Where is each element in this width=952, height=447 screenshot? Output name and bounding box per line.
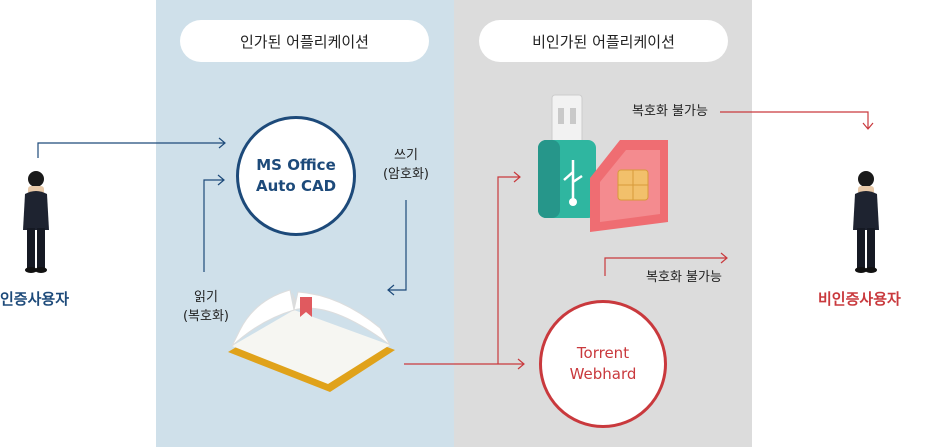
write-label-line1: 쓰기	[394, 148, 418, 163]
unauthorized-app-circle: Torrent Webhard	[539, 300, 667, 428]
authorized-app-line1: MS Office	[256, 156, 336, 174]
usb-drive-icon	[538, 94, 596, 218]
authorized-app-circle: MS Office Auto CAD	[236, 116, 356, 236]
authorized-header: 인가된 어플리케이션	[180, 20, 429, 62]
sim-card-icon	[590, 140, 668, 232]
unauthorized-header: 비인가된 어플리케이션	[479, 20, 728, 62]
no-decrypt-label-bottom: 복호화 불가능	[646, 270, 722, 285]
unauthorized-app-line2: Webhard	[569, 365, 637, 383]
read-label: 읽기 (복호화)	[176, 288, 236, 326]
write-label: 쓰기 (암호화)	[378, 146, 434, 184]
authenticated-user-person-icon	[23, 171, 49, 273]
unauthenticated-user-person-icon	[853, 171, 879, 273]
red-flow-arrows	[404, 111, 874, 370]
authenticated-user-label: 인증사용자	[0, 290, 70, 308]
read-label-line2: (복호화)	[182, 309, 230, 324]
authorized-app-line2: Auto CAD	[255, 177, 337, 195]
write-label-line2: (암호화)	[382, 167, 430, 182]
read-label-line1: 읽기	[194, 290, 218, 305]
book-icon	[228, 289, 395, 392]
unauthorized-app-line1: Torrent	[576, 344, 630, 362]
unauthenticated-user-label: 비인증사용자	[818, 290, 901, 308]
blue-flow-arrows	[37, 137, 407, 296]
no-decrypt-label-top: 복호화 불가능	[632, 104, 708, 119]
